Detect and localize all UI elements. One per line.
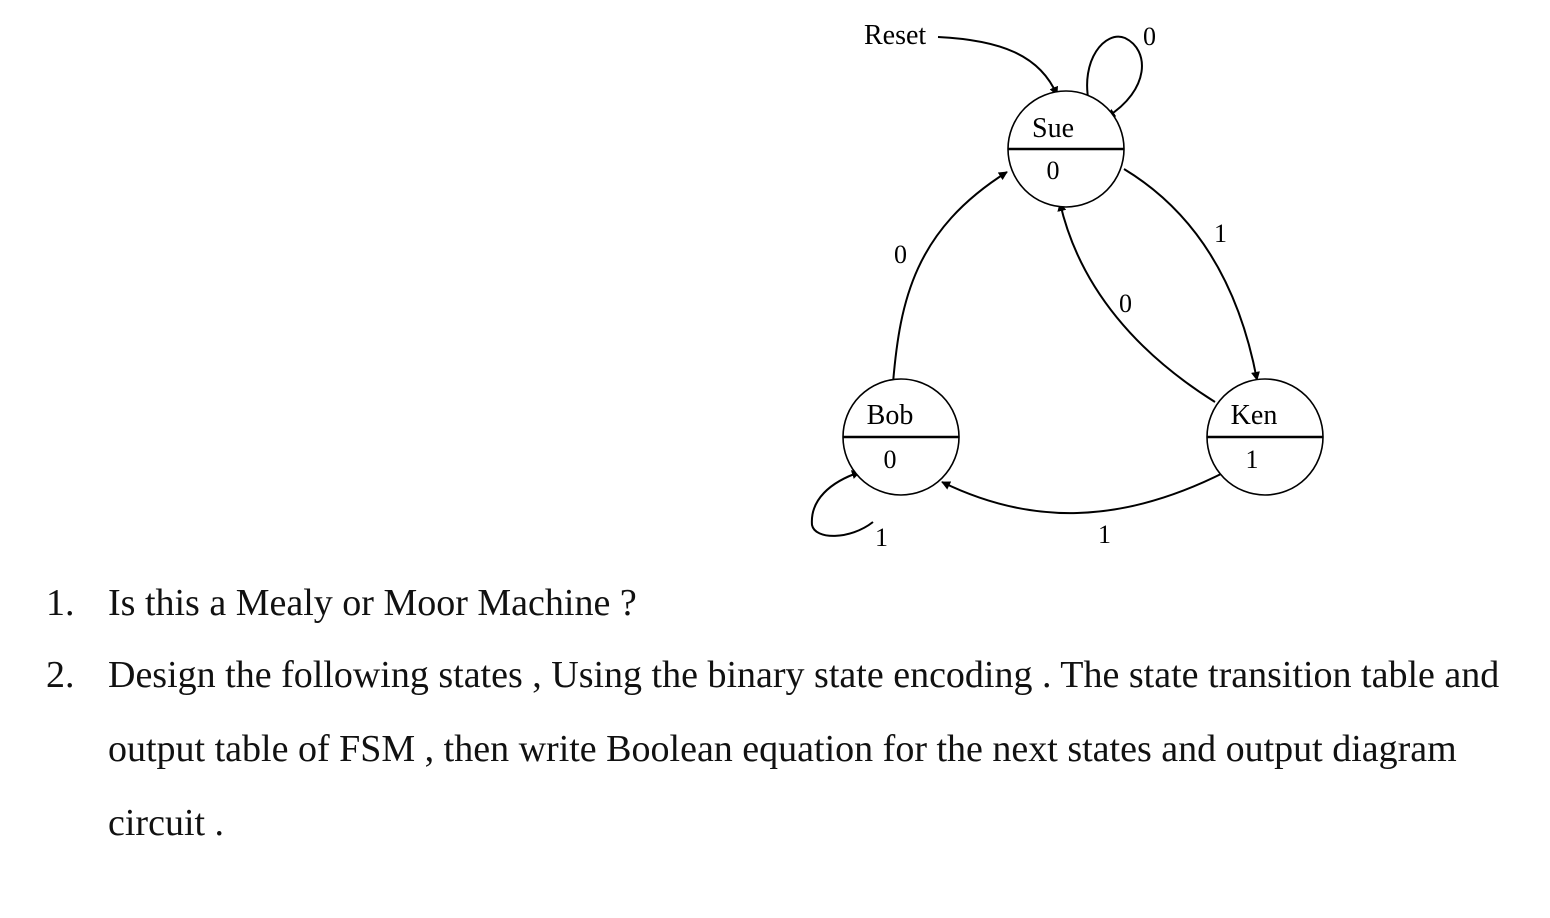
ken-to-bob-edge [941, 471, 1226, 514]
question-list: 1. Is this a Mealy or Moor Machine ? 2. … [0, 566, 1550, 860]
bob-to-sue-edge [892, 171, 1008, 384]
question-2: 2. Design the following states , Using t… [0, 638, 1550, 860]
bob-self-loop-label: 1 [875, 523, 888, 552]
reset-arrow [937, 36, 1058, 96]
sue-self-loop-label: 0 [1143, 22, 1156, 51]
ken-to-bob-label: 1 [1098, 520, 1111, 549]
bob-to-sue-label: 0 [894, 240, 907, 269]
sue-self-loop [1086, 35, 1143, 118]
question-number: 1. [46, 582, 75, 624]
state-ken: Ken 1 [1206, 378, 1324, 496]
state-sue-name: Sue [1032, 113, 1074, 144]
sue-to-ken-edge [1123, 168, 1260, 381]
state-diagram: Reset 0 1 0 0 1 1 Sue 0 Bob 0 Ken 1 [810, 20, 1324, 552]
question-number: 2. [46, 654, 75, 696]
question-text: Design the following states , Using the … [108, 654, 1500, 844]
state-bob-name: Bob [867, 400, 914, 431]
state-sue: Sue 0 [1007, 90, 1125, 208]
state-ken-name: Ken [1231, 400, 1278, 431]
question-text: Is this a Mealy or Moor Machine ? [108, 582, 637, 624]
sue-to-ken-label: 1 [1214, 219, 1227, 248]
state-sue-output: 0 [1047, 156, 1060, 185]
state-ken-output: 1 [1246, 445, 1259, 474]
reset-label: Reset [864, 20, 926, 51]
state-bob-output: 0 [884, 445, 897, 474]
question-1: 1. Is this a Mealy or Moor Machine ? [0, 566, 1550, 640]
ken-to-sue-label: 0 [1119, 289, 1132, 318]
bob-self-loop [810, 470, 874, 537]
ken-to-sue-edge [1057, 202, 1216, 403]
state-bob: Bob 0 [842, 378, 960, 496]
